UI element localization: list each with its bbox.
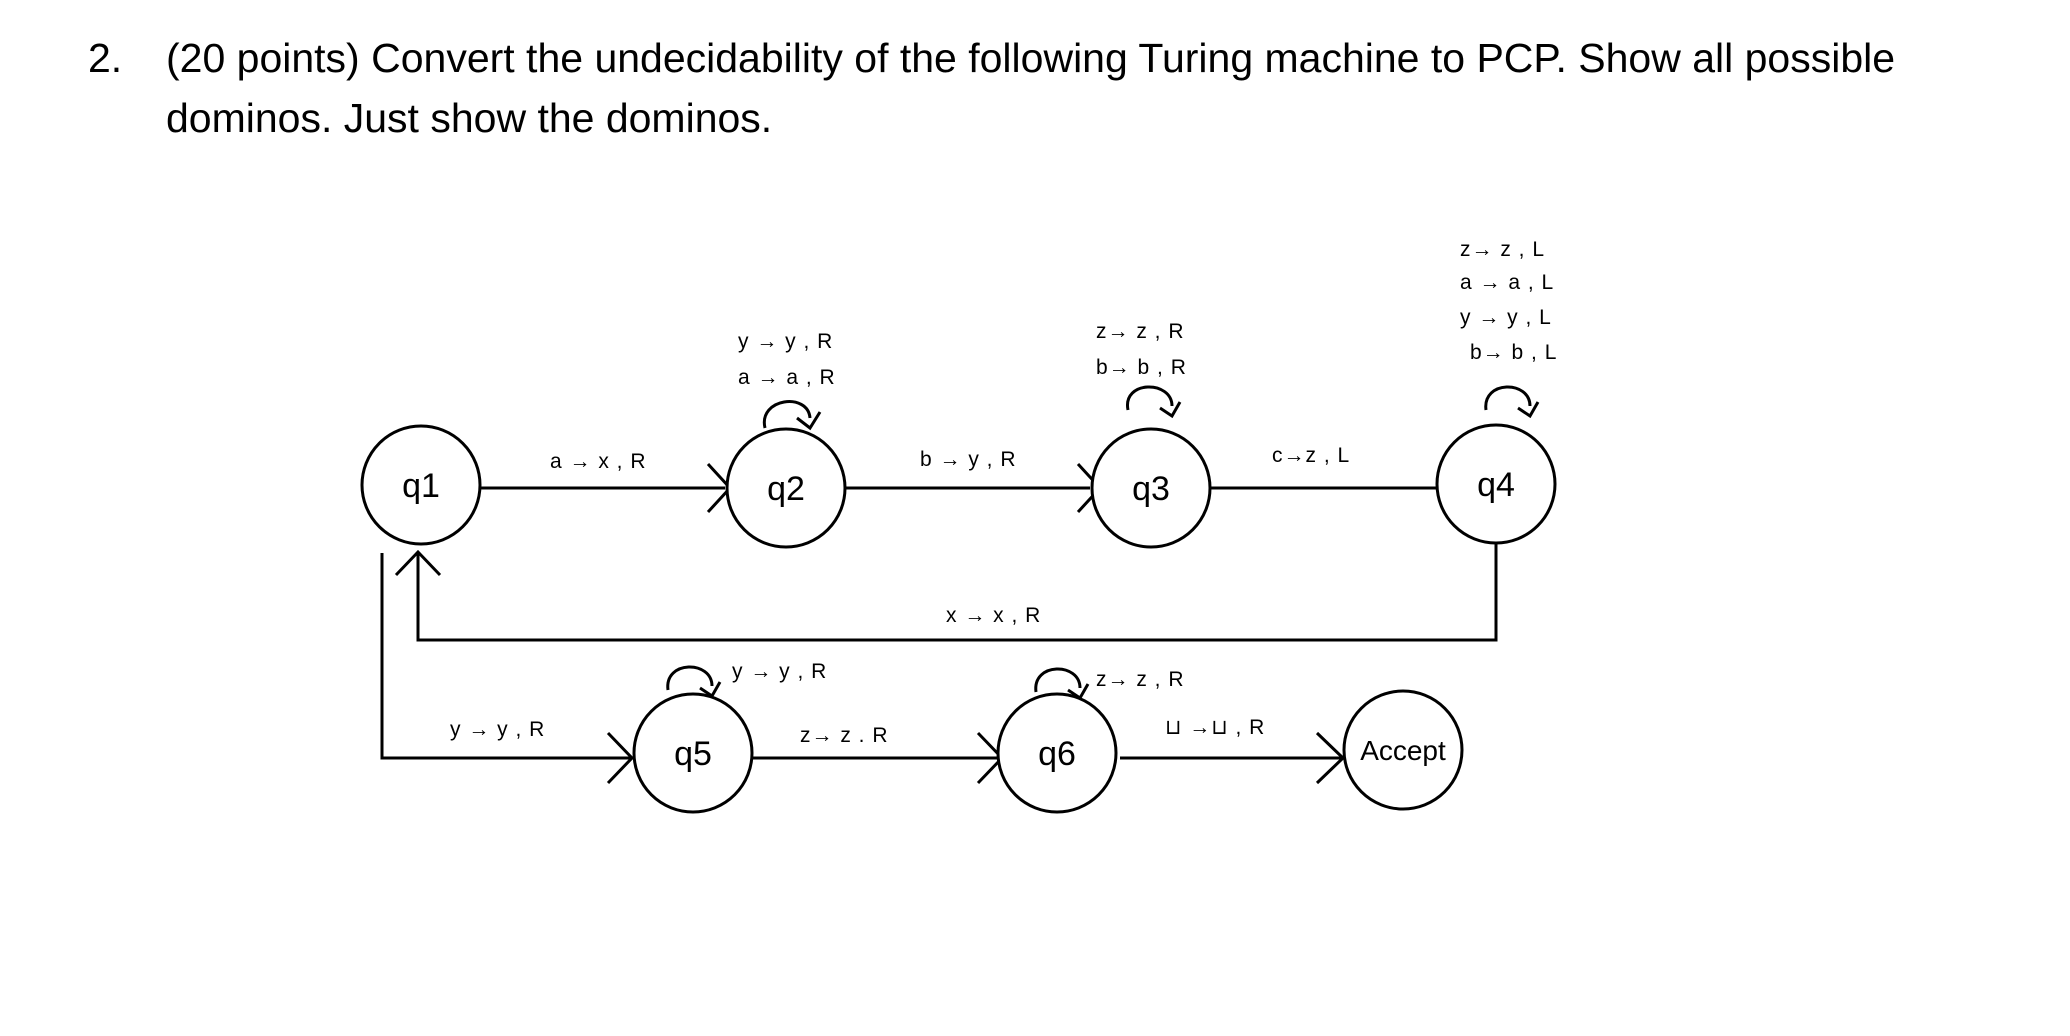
arrowhead-q6-accept xyxy=(1315,731,1346,785)
label-q4-loop-3: y → y , L xyxy=(1460,306,1552,329)
label-q6-loop: z→ z , R xyxy=(1096,668,1185,691)
question-number: 2. xyxy=(88,35,123,81)
label-q6-accept: ⊔ →⊔ , R xyxy=(1165,716,1265,739)
states xyxy=(360,423,1557,814)
transition-edges xyxy=(380,462,1498,785)
state-q6 xyxy=(996,692,1118,814)
state-q6-label: q6 xyxy=(1038,735,1076,773)
label-q3-loop-2: b→ b , R xyxy=(1096,356,1187,379)
loop-q2-arrowhead xyxy=(796,411,822,431)
label-q5-q6: z→ z . R xyxy=(800,724,889,747)
edge-q4-q1 xyxy=(416,540,1498,642)
label-q4-loop-1: z→ z , L xyxy=(1460,238,1545,261)
label-q5-loop: y → y , R xyxy=(732,660,827,683)
question-text: (20 points) Convert the undecidability o… xyxy=(166,35,1896,141)
state-q2-label: q2 xyxy=(767,470,805,508)
label-q2-loop-2: a → a , R xyxy=(738,366,836,389)
state-q3 xyxy=(1090,427,1212,549)
label-q4-loop-2: a → a , L xyxy=(1460,271,1554,294)
loop-q2-icon xyxy=(762,400,812,429)
label-q1-q2: a → x , R xyxy=(550,450,647,473)
arrowhead-q1-q5 xyxy=(606,731,635,785)
state-accept-label: Accept xyxy=(1360,735,1446,766)
state-q5 xyxy=(632,692,754,814)
loop-q5-icon xyxy=(666,665,714,691)
edge-q1-q5 xyxy=(380,553,630,760)
state-q2 xyxy=(725,427,847,549)
loop-q4-icon xyxy=(1484,385,1532,411)
label-q2-loop-1: y → y , R xyxy=(738,330,833,353)
state-q3-label: q3 xyxy=(1132,470,1170,508)
loop-q3-arrowhead xyxy=(1159,401,1182,419)
state-accept xyxy=(1342,689,1464,811)
loop-q4-arrowhead xyxy=(1517,401,1540,419)
label-q2-q3: b → y , R xyxy=(920,448,1017,471)
loop-q3-icon xyxy=(1126,385,1174,411)
state-q4 xyxy=(1435,423,1557,545)
state-q4-label: q4 xyxy=(1477,466,1515,504)
state-q1-label: q1 xyxy=(402,467,440,505)
state-q5-label: q5 xyxy=(674,735,712,773)
state-q1 xyxy=(360,424,482,546)
arrowhead-q4-q1 xyxy=(394,549,442,577)
label-q3-loop-1: z→ z , R xyxy=(1096,320,1185,343)
label-q3-q4: c→z , L xyxy=(1272,444,1350,467)
label-q1-q5: y → y , R xyxy=(450,718,545,741)
label-q4-q1: x → x , R xyxy=(946,604,1041,627)
loop-q6-icon xyxy=(1034,667,1082,693)
label-q4-loop-4: b→ b , L xyxy=(1470,341,1557,364)
